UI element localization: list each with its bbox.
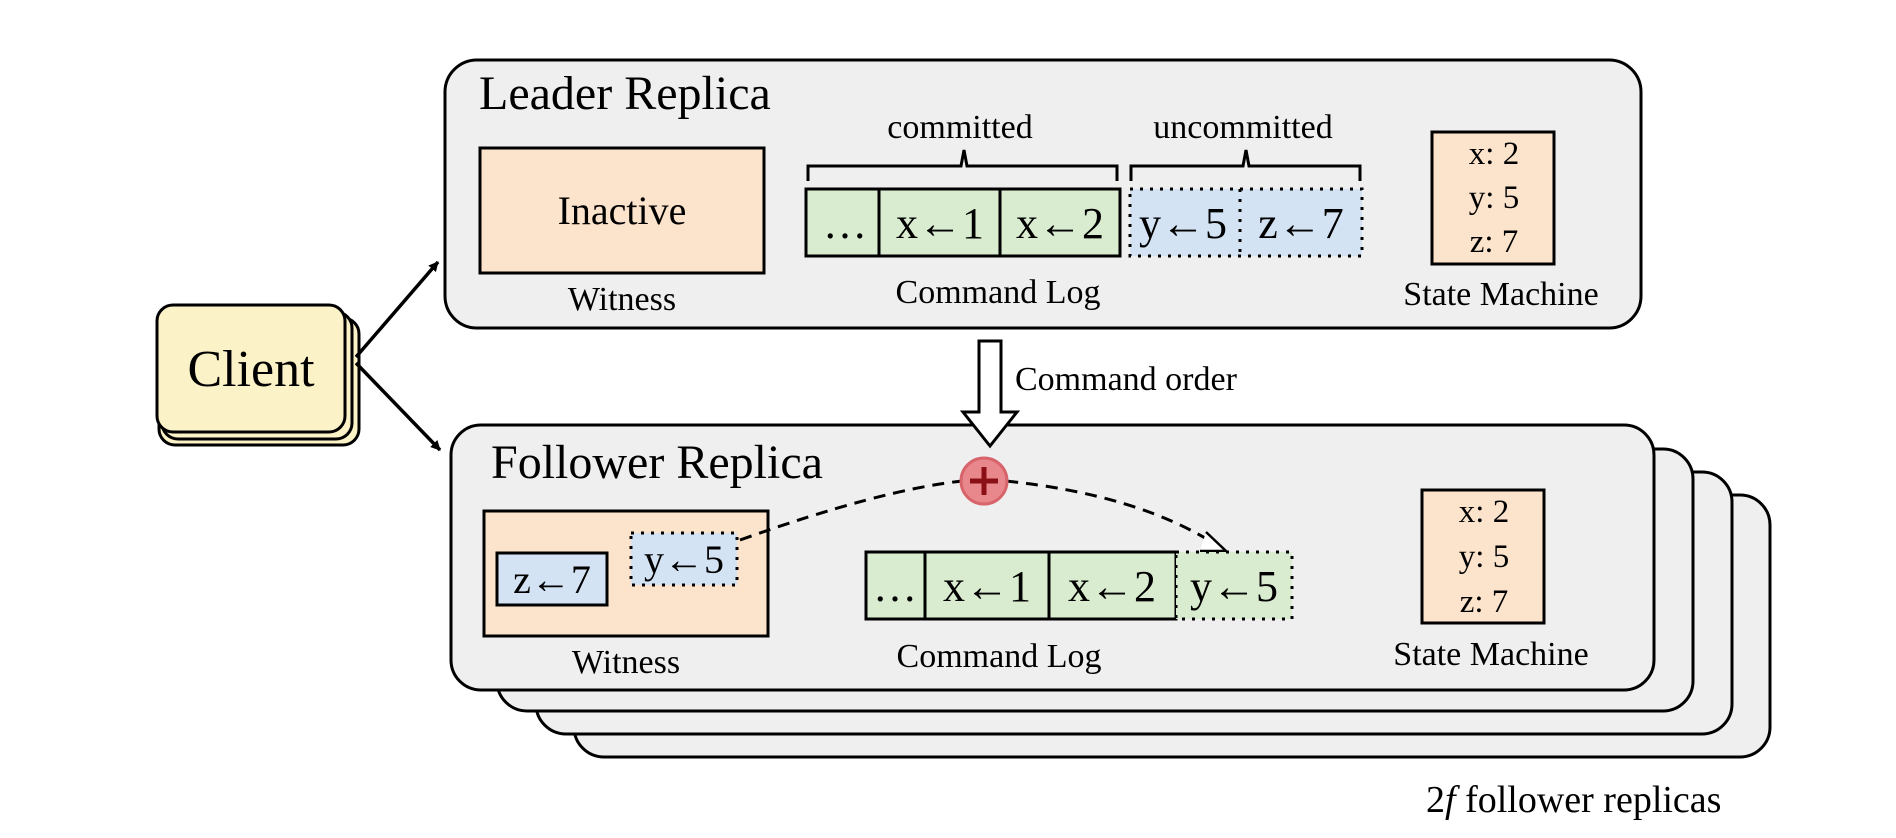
- follower-log-entry: x←1: [943, 562, 1031, 611]
- leader-log-entry: x←1: [896, 199, 984, 248]
- leader-log-entry: x←2: [1016, 199, 1104, 248]
- leader-state-value: y: 5: [1469, 180, 1519, 216]
- leader-witness-box: [478, 146, 766, 275]
- merge-to-log-path: [1005, 479, 1219, 548]
- client-to-follower-arrow: [354, 361, 442, 452]
- leader-state-label: State Machine: [1403, 276, 1598, 313]
- uncommitted-label: uncommitted: [1153, 109, 1332, 146]
- leader-state-value: z: 7: [1470, 224, 1519, 260]
- leader-state-value: x: 2: [1469, 136, 1519, 172]
- committed-label: committed: [887, 109, 1032, 146]
- follower-witness-label: Witness: [572, 644, 680, 681]
- leader-witness-status: Inactive: [558, 188, 687, 233]
- follower-witness-entry-box-dotted: [629, 531, 739, 587]
- uncommitted-brace: [1129, 149, 1362, 181]
- leader-log-entry-uncommitted: z←7: [1258, 199, 1344, 248]
- leader-log-entry-uncommitted: y←5: [1139, 199, 1227, 248]
- leader-title: Leader Replica: [479, 67, 771, 120]
- committed-brace: [806, 149, 1119, 181]
- follower-state-value: x: 2: [1459, 494, 1509, 530]
- leader-log-label: Command Log: [896, 274, 1101, 311]
- command-order-arrow: [959, 339, 1021, 449]
- client-to-leader-arrow: [354, 260, 440, 359]
- follower-state-box: [1420, 488, 1546, 625]
- follower-count-caption: 2f follower replicas: [1426, 779, 1721, 821]
- follower-count-text: follower replicas: [1456, 779, 1722, 821]
- follower-state-label: State Machine: [1393, 636, 1588, 673]
- merge-path: [739, 479, 963, 542]
- client-label: Client: [187, 341, 315, 398]
- follower-witness-entry: y←5: [644, 537, 724, 582]
- follower-log-entry: …: [873, 562, 917, 611]
- follower-state-value: z: 7: [1460, 584, 1509, 620]
- follower-log-cell-appended: [1174, 550, 1294, 621]
- leader-log-cell-uncommitted: [1128, 187, 1364, 258]
- command-order-label: Command order: [1015, 361, 1238, 398]
- follower-title: Follower Replica: [491, 436, 823, 489]
- follower-witness-entry: z←7: [513, 557, 591, 602]
- client-box: [155, 303, 347, 434]
- leader-log-entry: …: [823, 199, 867, 248]
- leader-state-box: [1430, 130, 1556, 266]
- follower-count-number: 2: [1426, 779, 1445, 821]
- follower-log-cell-committed: [864, 550, 1178, 621]
- follower-witness-entry-box: [495, 551, 609, 607]
- leader-witness-label: Witness: [568, 281, 676, 318]
- follower-state-value: y: 5: [1459, 539, 1509, 575]
- follower-log-entry: x←2: [1068, 562, 1156, 611]
- leader-log-cell-committed: [804, 187, 1122, 258]
- follower-log-label: Command Log: [897, 638, 1102, 675]
- follower-log-entry-appended: y←5: [1190, 562, 1278, 611]
- plus-glyph: [970, 467, 998, 495]
